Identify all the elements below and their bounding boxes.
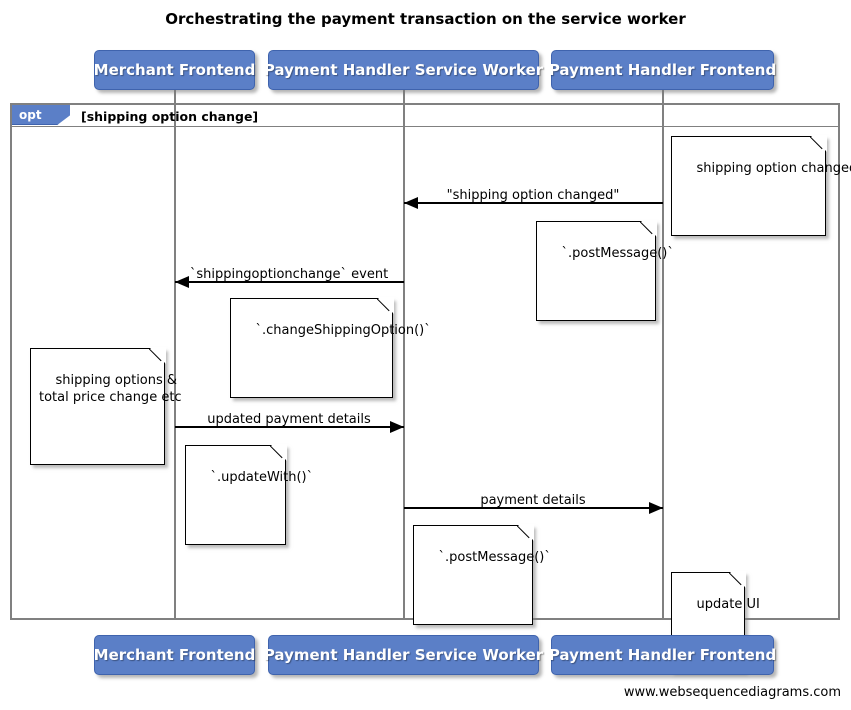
- arrowhead-left-icon-shippingoptionchange-event: [175, 276, 189, 288]
- message-line-updated-payment-details: [175, 426, 404, 428]
- note-fold-icon: [640, 221, 656, 237]
- note-text: shipping option changed: [696, 160, 851, 176]
- message-line-shipping-option-changed: [404, 202, 663, 204]
- note-fold-icon: [149, 348, 165, 364]
- participant-payment-handler-service-worker-top[interactable]: Payment Handler Service Worker: [264, 50, 543, 90]
- note-shipping-option-changed: shipping option changed: [671, 135, 851, 236]
- note-post-message-1: `.postMessage()`: [536, 220, 674, 321]
- arrowhead-right-icon-payment-details: [649, 502, 663, 514]
- note-text: `.updateWith()`: [210, 469, 314, 485]
- note-fold-icon: [729, 572, 745, 588]
- footer-watermark: www.websequencediagrams.com: [623, 685, 841, 700]
- message-label-shippingoptionchange-event: `shippingoptionchange` event: [189, 267, 389, 282]
- fragment-opt-tab: opt: [12, 105, 70, 125]
- participant-payment-handler-service-worker-bottom[interactable]: Payment Handler Service Worker: [264, 635, 543, 675]
- message-line-payment-details: [404, 507, 663, 509]
- arrowhead-left-icon-shipping-option-changed: [404, 197, 418, 209]
- note-text: `.postMessage()`: [438, 549, 551, 565]
- note-text: update UI: [696, 596, 760, 612]
- note-fold-icon: [517, 525, 533, 541]
- participant-payment-handler-frontend-bottom[interactable]: Payment Handler Frontend: [549, 635, 776, 675]
- message-label-payment-details: payment details: [480, 493, 586, 508]
- participant-merchant-frontend-bottom[interactable]: Merchant Frontend: [94, 635, 255, 675]
- lifeline-merchant-frontend: [174, 90, 176, 620]
- note-fold-icon: [810, 136, 826, 152]
- lifeline-payment-handler-frontend: [662, 90, 664, 620]
- arrowhead-right-icon-updated-payment-details: [390, 421, 404, 433]
- lifeline-payment-handler-service-worker: [403, 90, 405, 620]
- participant-merchant-frontend-top[interactable]: Merchant Frontend: [94, 50, 255, 90]
- note-fold-icon: [270, 445, 286, 461]
- page-title: Orchestrating the payment transaction on…: [165, 10, 686, 28]
- note-text: `.postMessage()`: [561, 245, 674, 261]
- participant-payment-handler-frontend-top[interactable]: Payment Handler Frontend: [549, 50, 776, 90]
- note-shipping-options-total-price: shipping options & total price change et…: [30, 347, 182, 466]
- fragment-opt-tab-divider: [12, 126, 838, 127]
- fragment-opt-condition: [shipping option change]: [81, 109, 259, 124]
- note-text: shipping options & total price change et…: [39, 372, 182, 406]
- note-text: `.changeShippingOption()`: [255, 322, 431, 338]
- message-label-shipping-option-changed: "shipping option changed": [446, 188, 620, 203]
- note-post-message-2: `.postMessage()`: [413, 524, 551, 625]
- note-update-with: `.updateWith()`: [185, 444, 313, 545]
- note-change-shipping-option: `.changeShippingOption()`: [230, 297, 431, 398]
- message-line-shippingoptionchange-event: [175, 281, 404, 283]
- message-label-updated-payment-details: updated payment details: [207, 412, 371, 427]
- note-fold-icon: [377, 298, 393, 314]
